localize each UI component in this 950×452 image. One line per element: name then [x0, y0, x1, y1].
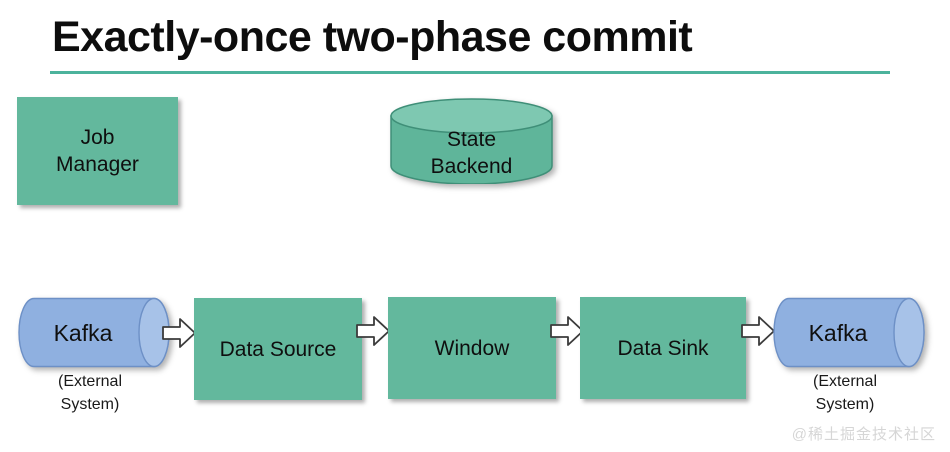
node-kafka-source-caption-line2: System): [60, 396, 120, 413]
cylinder-shape-icon: [390, 98, 553, 184]
title-underline-rule: [50, 71, 890, 74]
block-arrow-right-icon: [550, 316, 584, 346]
node-data-source: Data Source: [194, 298, 362, 400]
node-kafka-sink-caption-line1: (External: [812, 373, 878, 390]
watermark: @稀土掘金技术社区: [791, 426, 936, 443]
block-arrow-right-icon: [741, 316, 775, 346]
node-kafka-source-caption: (External System): [18, 370, 162, 416]
cylinder-horizontal-shape-icon: [18, 297, 170, 368]
node-job-manager-label: Job Manager: [56, 124, 139, 178]
node-job-manager-label-line2: Manager: [56, 153, 139, 176]
node-data-sink-label: Data Sink: [617, 336, 709, 360]
node-kafka-sink: Kafka: [773, 297, 925, 368]
block-arrow-right-icon: [162, 318, 196, 348]
node-window: Window: [388, 297, 556, 399]
node-kafka-source-caption-line1: (External: [57, 373, 123, 390]
node-job-manager-label-line1: Job: [80, 126, 115, 149]
node-kafka-sink-caption-line2: System): [815, 396, 875, 413]
node-kafka-sink-caption: (External System): [773, 370, 917, 416]
cylinder-horizontal-shape-icon: [773, 297, 925, 368]
arrow-data-source-to-window: [355, 313, 391, 349]
node-kafka-source: Kafka: [18, 297, 170, 368]
arrow-window-to-data-sink: [549, 313, 585, 349]
arrow-data-sink-to-kafka-sink: [740, 313, 776, 349]
node-job-manager: Job Manager: [17, 97, 178, 205]
node-window-label: Window: [434, 336, 510, 360]
page-title: Exactly-once two-phase commit: [52, 13, 693, 61]
node-state-backend: State Backend: [389, 98, 554, 184]
node-data-source-label: Data Source: [219, 337, 337, 361]
arrow-kafka-source-to-data-source: [161, 315, 197, 351]
block-arrow-right-icon: [356, 316, 390, 346]
node-data-sink: Data Sink: [580, 297, 746, 399]
